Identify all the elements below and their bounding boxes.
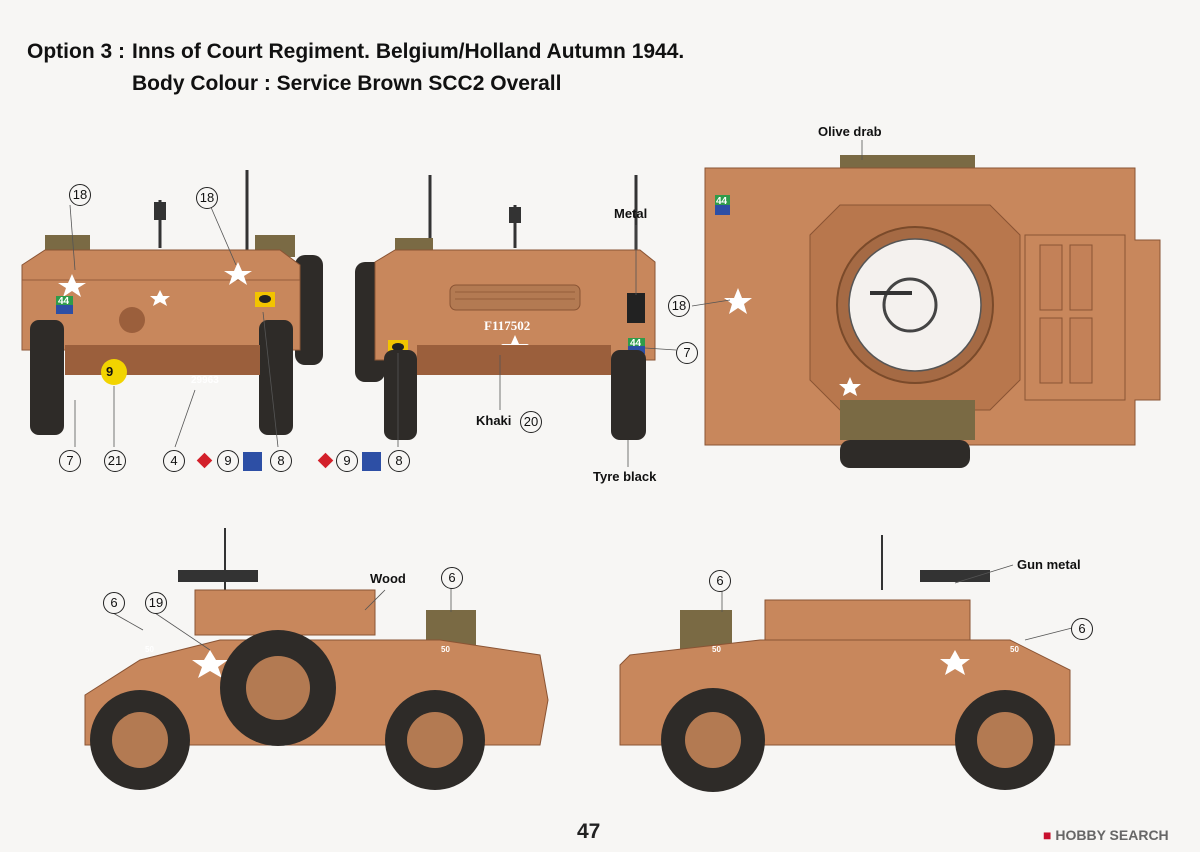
decal-bridge-plate-left-2: 50 (441, 645, 450, 654)
callout-7-front: 7 (59, 450, 81, 472)
decal-bridge-top: 44 (716, 196, 728, 207)
top-view (691, 140, 1161, 468)
page-number: 47 (577, 820, 601, 843)
callout-21: 21 (104, 450, 126, 472)
decal-serial-front: 29963 (191, 375, 219, 386)
watermark-logo-icon: ■ (1043, 827, 1056, 843)
callout-8-front: 8 (270, 450, 292, 472)
decal-bridge-plate-left: 50 (145, 645, 154, 654)
right-side-view (619, 535, 1073, 792)
callout-18-front-left: 18 (69, 184, 91, 206)
callout-9-rear: 9 (336, 450, 358, 472)
callout-6-left: 6 (103, 592, 125, 614)
left-side-view (84, 528, 549, 790)
body-colour-title: Body Colour : Service Brown SCC2 Overall (132, 72, 562, 95)
callout-6-left-2: 6 (441, 567, 463, 589)
decal-serial-rear: F117502 (484, 318, 531, 333)
blue-square-icon-rear (362, 452, 381, 471)
label-wood: Wood (370, 571, 406, 586)
rear-view (355, 175, 677, 467)
callout-20: 20 (520, 411, 542, 433)
option-number: Option 3 : (27, 40, 125, 63)
decal-bridge-plate-right-2: 50 (1010, 645, 1019, 654)
callout-6-right: 6 (709, 570, 731, 592)
decal-bridge-plate-right: 50 (712, 645, 721, 654)
decal-yellow-disc: 9 (106, 364, 114, 379)
label-gun-metal: Gun metal (1017, 557, 1081, 572)
decal-bridge-front: 44 (58, 296, 70, 307)
callout-19: 19 (145, 592, 167, 614)
label-tyre-black: Tyre black (593, 469, 657, 484)
option-title: Inns of Court Regiment. Belgium/Holland … (132, 40, 685, 63)
callout-9-front: 9 (217, 450, 239, 472)
watermark: ■ HOBBY SEARCH (1043, 827, 1169, 843)
callout-6-right-2: 6 (1071, 618, 1093, 640)
label-khaki: Khaki (476, 413, 512, 428)
callout-7-rear: 7 (676, 342, 698, 364)
label-metal: Metal (614, 206, 648, 221)
callout-8-rear: 8 (388, 450, 410, 472)
label-olive-drab: Olive drab (818, 124, 882, 139)
blue-square-icon (243, 452, 262, 471)
watermark-text: HOBBY SEARCH (1055, 827, 1169, 843)
callout-18-front-right: 18 (196, 187, 218, 209)
callout-4: 4 (163, 450, 185, 472)
decal-bridge-rear: 44 (630, 338, 642, 349)
front-view (21, 170, 323, 448)
callout-18-top: 18 (668, 295, 690, 317)
